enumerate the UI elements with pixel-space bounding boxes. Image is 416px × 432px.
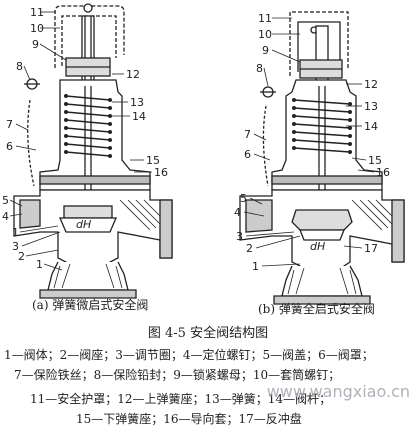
left-num-4: 4	[2, 210, 9, 223]
left-num-13: 13	[130, 96, 144, 109]
left-num-10: 10	[30, 22, 44, 35]
left-valve-drawing	[13, 3, 173, 299]
right-num-1: 1	[252, 260, 259, 273]
right-valve-drawing	[239, 11, 405, 305]
left-num-12: 12	[126, 68, 140, 81]
left-part-numbers: 11 10 9 8 7 6 5 4 1 3 2 1 12 13 14 15 16…	[2, 6, 168, 271]
left-num-9: 9	[32, 38, 39, 51]
right-num-12: 12	[364, 78, 378, 91]
right-num-2: 2	[246, 242, 253, 255]
legend-line-1: 1—阀体；2—阀座；3—调节圈；4—定位螺钉；5—阀盖；6—阀罩；	[4, 348, 374, 362]
left-num-5: 5	[2, 194, 9, 207]
right-num-7: 7	[244, 128, 251, 141]
left-num-3: 3	[12, 240, 19, 253]
right-num-5: 5	[240, 192, 247, 205]
left-num-14: 14	[132, 110, 146, 123]
figure-title: 图 4-5 安全阀结构图	[147, 326, 269, 341]
right-num-13: 13	[364, 100, 378, 113]
left-num-8: 8	[16, 60, 23, 73]
legend-line-4: 15—下弹簧座；16—导向套；17—反冲盘	[76, 412, 302, 426]
right-num-16: 16	[376, 166, 390, 179]
right-num-14: 14	[364, 120, 378, 133]
left-num-1a: 1	[12, 226, 19, 239]
right-num-3: 3	[236, 230, 243, 243]
left-num-11: 11	[30, 6, 44, 19]
leader-lines	[9, 11, 375, 271]
left-num-2: 2	[18, 250, 25, 263]
left-seat-label: dH	[76, 218, 91, 231]
right-num-11: 11	[258, 12, 272, 25]
right-caption: (b) 弹簧全启式安全阀	[258, 302, 375, 316]
right-num-8: 8	[256, 62, 263, 75]
left-num-6: 6	[6, 140, 13, 153]
watermark: www.wangxiao.cn	[266, 382, 410, 401]
legend-line-3: 11—安全护罩；12—上弹簧座；13—弹簧；14—阀杆；	[30, 392, 332, 406]
left-caption: (a) 弹簧微启式安全阀	[32, 298, 149, 312]
left-num-16: 16	[154, 166, 168, 179]
left-num-7: 7	[6, 118, 13, 131]
left-num-1: 1	[36, 258, 43, 271]
right-num-10: 10	[258, 28, 272, 41]
right-seat-label: dH	[310, 240, 325, 253]
right-part-numbers: 11 10 9 8 7 6 5 4 3 2 1 12 13 14 15 16 1…	[234, 12, 390, 273]
right-num-4: 4	[234, 206, 241, 219]
legend-line-2: 7—保险铁丝；8—保险铅封；9—锁紧螺母；10—套筒螺钉；	[14, 368, 341, 382]
right-num-15: 15	[368, 154, 382, 167]
right-num-17: 17	[364, 242, 378, 255]
right-num-9: 9	[262, 44, 269, 57]
left-num-15: 15	[146, 154, 160, 167]
right-num-6: 6	[244, 148, 251, 161]
